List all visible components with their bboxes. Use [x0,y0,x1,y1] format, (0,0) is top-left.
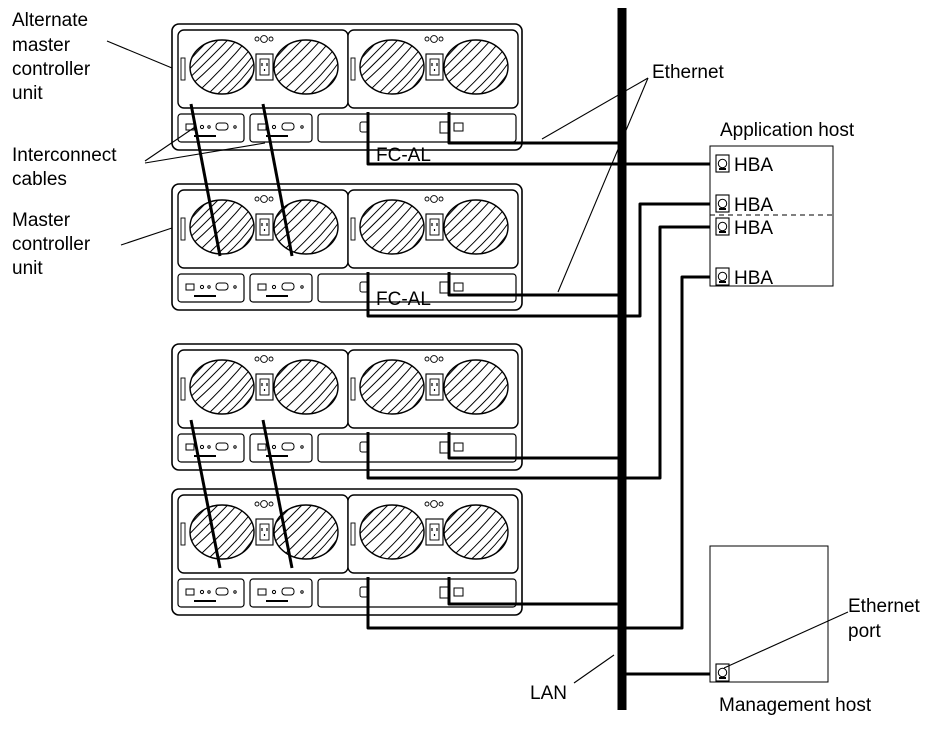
hba-port-icon [715,194,730,213]
hba-label: HBA [734,155,773,176]
management-host [709,545,829,683]
ethernet-label: Ethernet [652,62,725,83]
lan-label: LAN [530,683,567,704]
data-cables [366,112,716,676]
application-host [709,145,834,287]
application-host-label: Application host [720,120,855,141]
alternate-master-controller-unit [172,24,522,150]
fcal-label-middle: FC-AL [376,289,431,310]
fcal-label-top: FC-AL [376,145,431,166]
management-host-label: Management host [719,695,872,716]
hba-label: HBA [734,268,773,289]
hba-port-icon [715,154,730,173]
master-controller-label: Master controller unit [12,210,95,279]
hba-label: HBA [734,218,773,239]
expansion-unit-1 [172,344,522,470]
hba-port-icon [715,217,730,236]
alternate-master-label: Alternate master controller unit [12,10,95,104]
hba-port-icon [715,267,730,286]
labels: Alternate master controller unit Interco… [12,10,925,716]
interconnect-cables [189,103,294,569]
master-controller-unit [172,184,522,310]
leader-lines [106,40,849,684]
hba-label: HBA [734,195,773,216]
interconnect-cables-label: Interconnect cables [12,145,122,190]
expansion-unit-2 [172,489,522,615]
ethernet-port-label: Ethernet port [848,596,925,642]
